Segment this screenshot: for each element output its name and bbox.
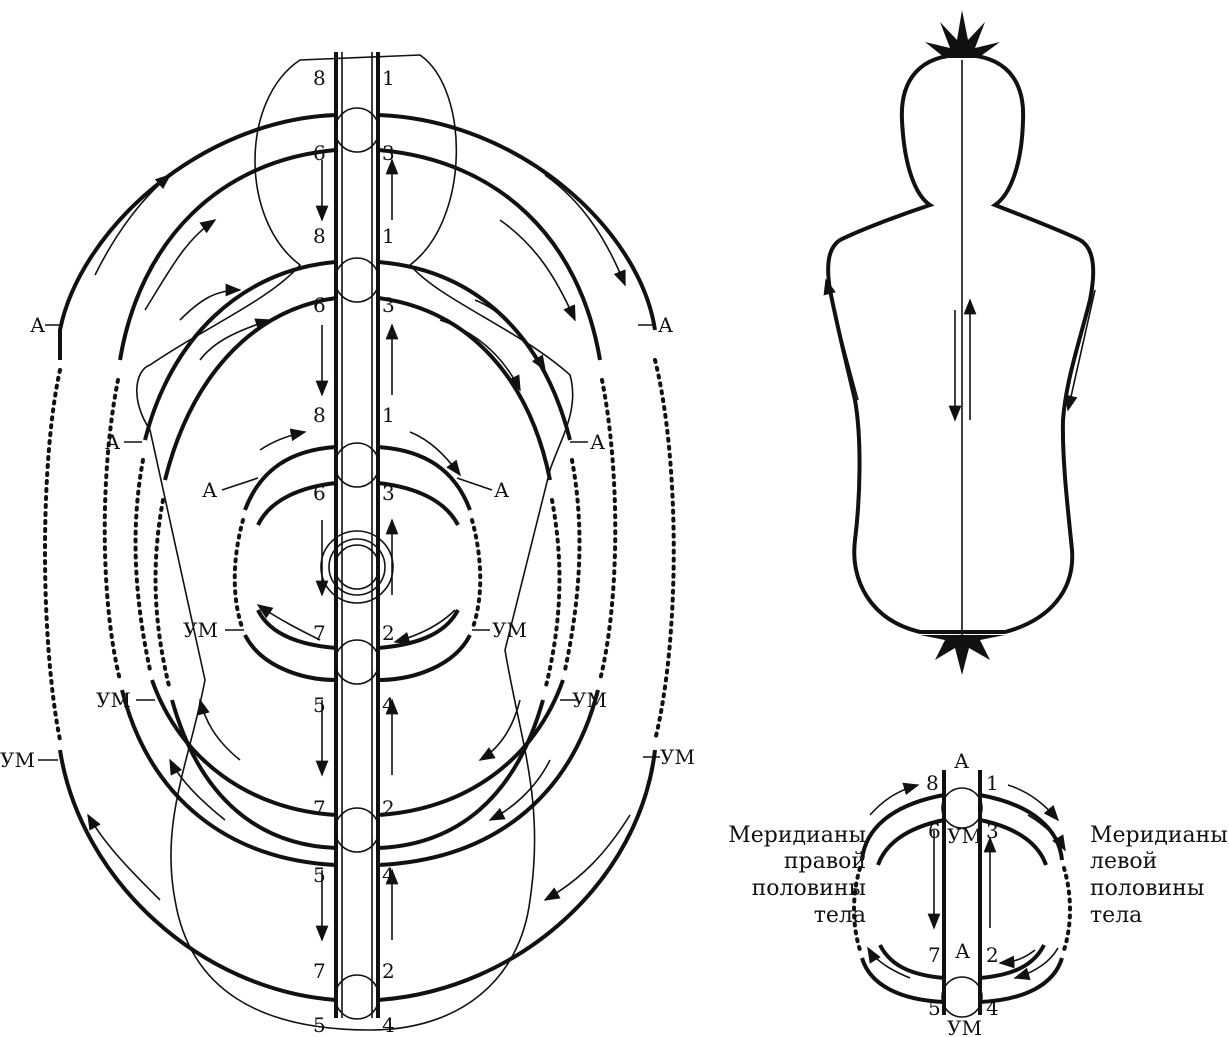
small-label-a-lower: А bbox=[955, 939, 970, 963]
small-num-5: 5 bbox=[928, 996, 941, 1020]
small-num-6: 6 bbox=[928, 819, 941, 843]
label-um-outer-left: УМ bbox=[0, 748, 35, 772]
num-top-1: 1 bbox=[382, 66, 395, 90]
caption-right-line-2: правой bbox=[784, 849, 866, 874]
figure-outline bbox=[828, 55, 1093, 632]
num-hip-7: 7 bbox=[313, 796, 326, 820]
label-a-inner-right: А bbox=[494, 478, 509, 502]
label-a-outer-left: А bbox=[30, 313, 45, 337]
num-bot-5: 5 bbox=[313, 1013, 326, 1037]
caption-left-line-3: половины bbox=[1090, 876, 1204, 901]
caption-left-line-1: Меридианы bbox=[1090, 823, 1228, 848]
num-abd-5: 5 bbox=[313, 693, 326, 717]
num-abd-4: 4 bbox=[382, 693, 395, 717]
body-silhouette bbox=[137, 55, 573, 1030]
small-num-2: 2 bbox=[986, 943, 999, 967]
num-neck-3: 3 bbox=[382, 293, 395, 317]
body-figure bbox=[826, 10, 1095, 675]
small-num-1: 1 bbox=[986, 771, 999, 795]
main-diagram: 8 1 6 3 8 1 6 3 8 1 6 3 7 2 5 4 7 2 5 4 … bbox=[0, 52, 695, 1037]
num-top-8: 8 bbox=[313, 66, 326, 90]
num-top-6: 6 bbox=[313, 141, 326, 165]
num-hip-5: 5 bbox=[313, 863, 326, 887]
small-num-7: 7 bbox=[928, 943, 941, 967]
label-um-inner-right: УМ bbox=[492, 618, 527, 642]
caption-left-half: Меридианы левой половины тела bbox=[1090, 823, 1228, 928]
num-bot-4: 4 bbox=[382, 1013, 395, 1037]
small-num-4: 4 bbox=[986, 996, 999, 1020]
num-low-2: 2 bbox=[382, 959, 395, 983]
num-top-3: 3 bbox=[382, 141, 395, 165]
label-um-mid-left: УМ bbox=[96, 688, 131, 712]
num-chest-8: 8 bbox=[313, 403, 326, 427]
small-num-3: 3 bbox=[986, 819, 999, 843]
caption-right-line-1: Меридианы bbox=[728, 823, 866, 848]
num-neck-1: 1 bbox=[382, 224, 395, 248]
num-abd-7: 7 bbox=[313, 621, 326, 645]
num-abd-2: 2 bbox=[382, 621, 395, 645]
label-um-outer-right: УМ bbox=[660, 745, 695, 769]
small-label-um-upper: УМ bbox=[947, 824, 982, 848]
label-a-inner-left: А bbox=[202, 478, 217, 502]
caption-right-line-4: тела bbox=[814, 903, 866, 928]
label-a-mid-left: А bbox=[105, 430, 120, 454]
num-low-7: 7 bbox=[313, 959, 326, 983]
num-hip-2: 2 bbox=[382, 796, 395, 820]
label-um-inner-left: УМ bbox=[183, 618, 218, 642]
label-a-mid-right: А bbox=[590, 430, 605, 454]
caption-left-line-4: тела bbox=[1090, 903, 1142, 928]
small-num-8: 8 bbox=[926, 771, 939, 795]
crown-burst-icon bbox=[925, 10, 1000, 58]
caption-right-half: Меридианы правой половины тела bbox=[728, 823, 866, 928]
small-label-a-top: А bbox=[954, 749, 969, 773]
label-um-mid-right: УМ bbox=[572, 688, 607, 712]
label-a-outer-right: А bbox=[658, 313, 673, 337]
caption-left-line-2: левой bbox=[1090, 849, 1157, 874]
small-diagram: А 8 1 6 УМ 3 7 А 2 5 4 УМ bbox=[854, 749, 1070, 1037]
num-chest-6: 6 bbox=[313, 481, 326, 505]
num-chest-3: 3 bbox=[382, 481, 395, 505]
num-neck-8: 8 bbox=[313, 224, 326, 248]
small-label-um-bottom: УМ bbox=[947, 1016, 982, 1037]
num-hip-4: 4 bbox=[382, 863, 395, 887]
num-chest-1: 1 bbox=[382, 403, 395, 427]
base-burst-icon bbox=[920, 635, 1005, 675]
caption-right-line-3: половины bbox=[752, 876, 866, 901]
navel bbox=[321, 531, 393, 603]
num-neck-6: 6 bbox=[313, 293, 326, 317]
outer-meridian-left bbox=[60, 115, 336, 360]
